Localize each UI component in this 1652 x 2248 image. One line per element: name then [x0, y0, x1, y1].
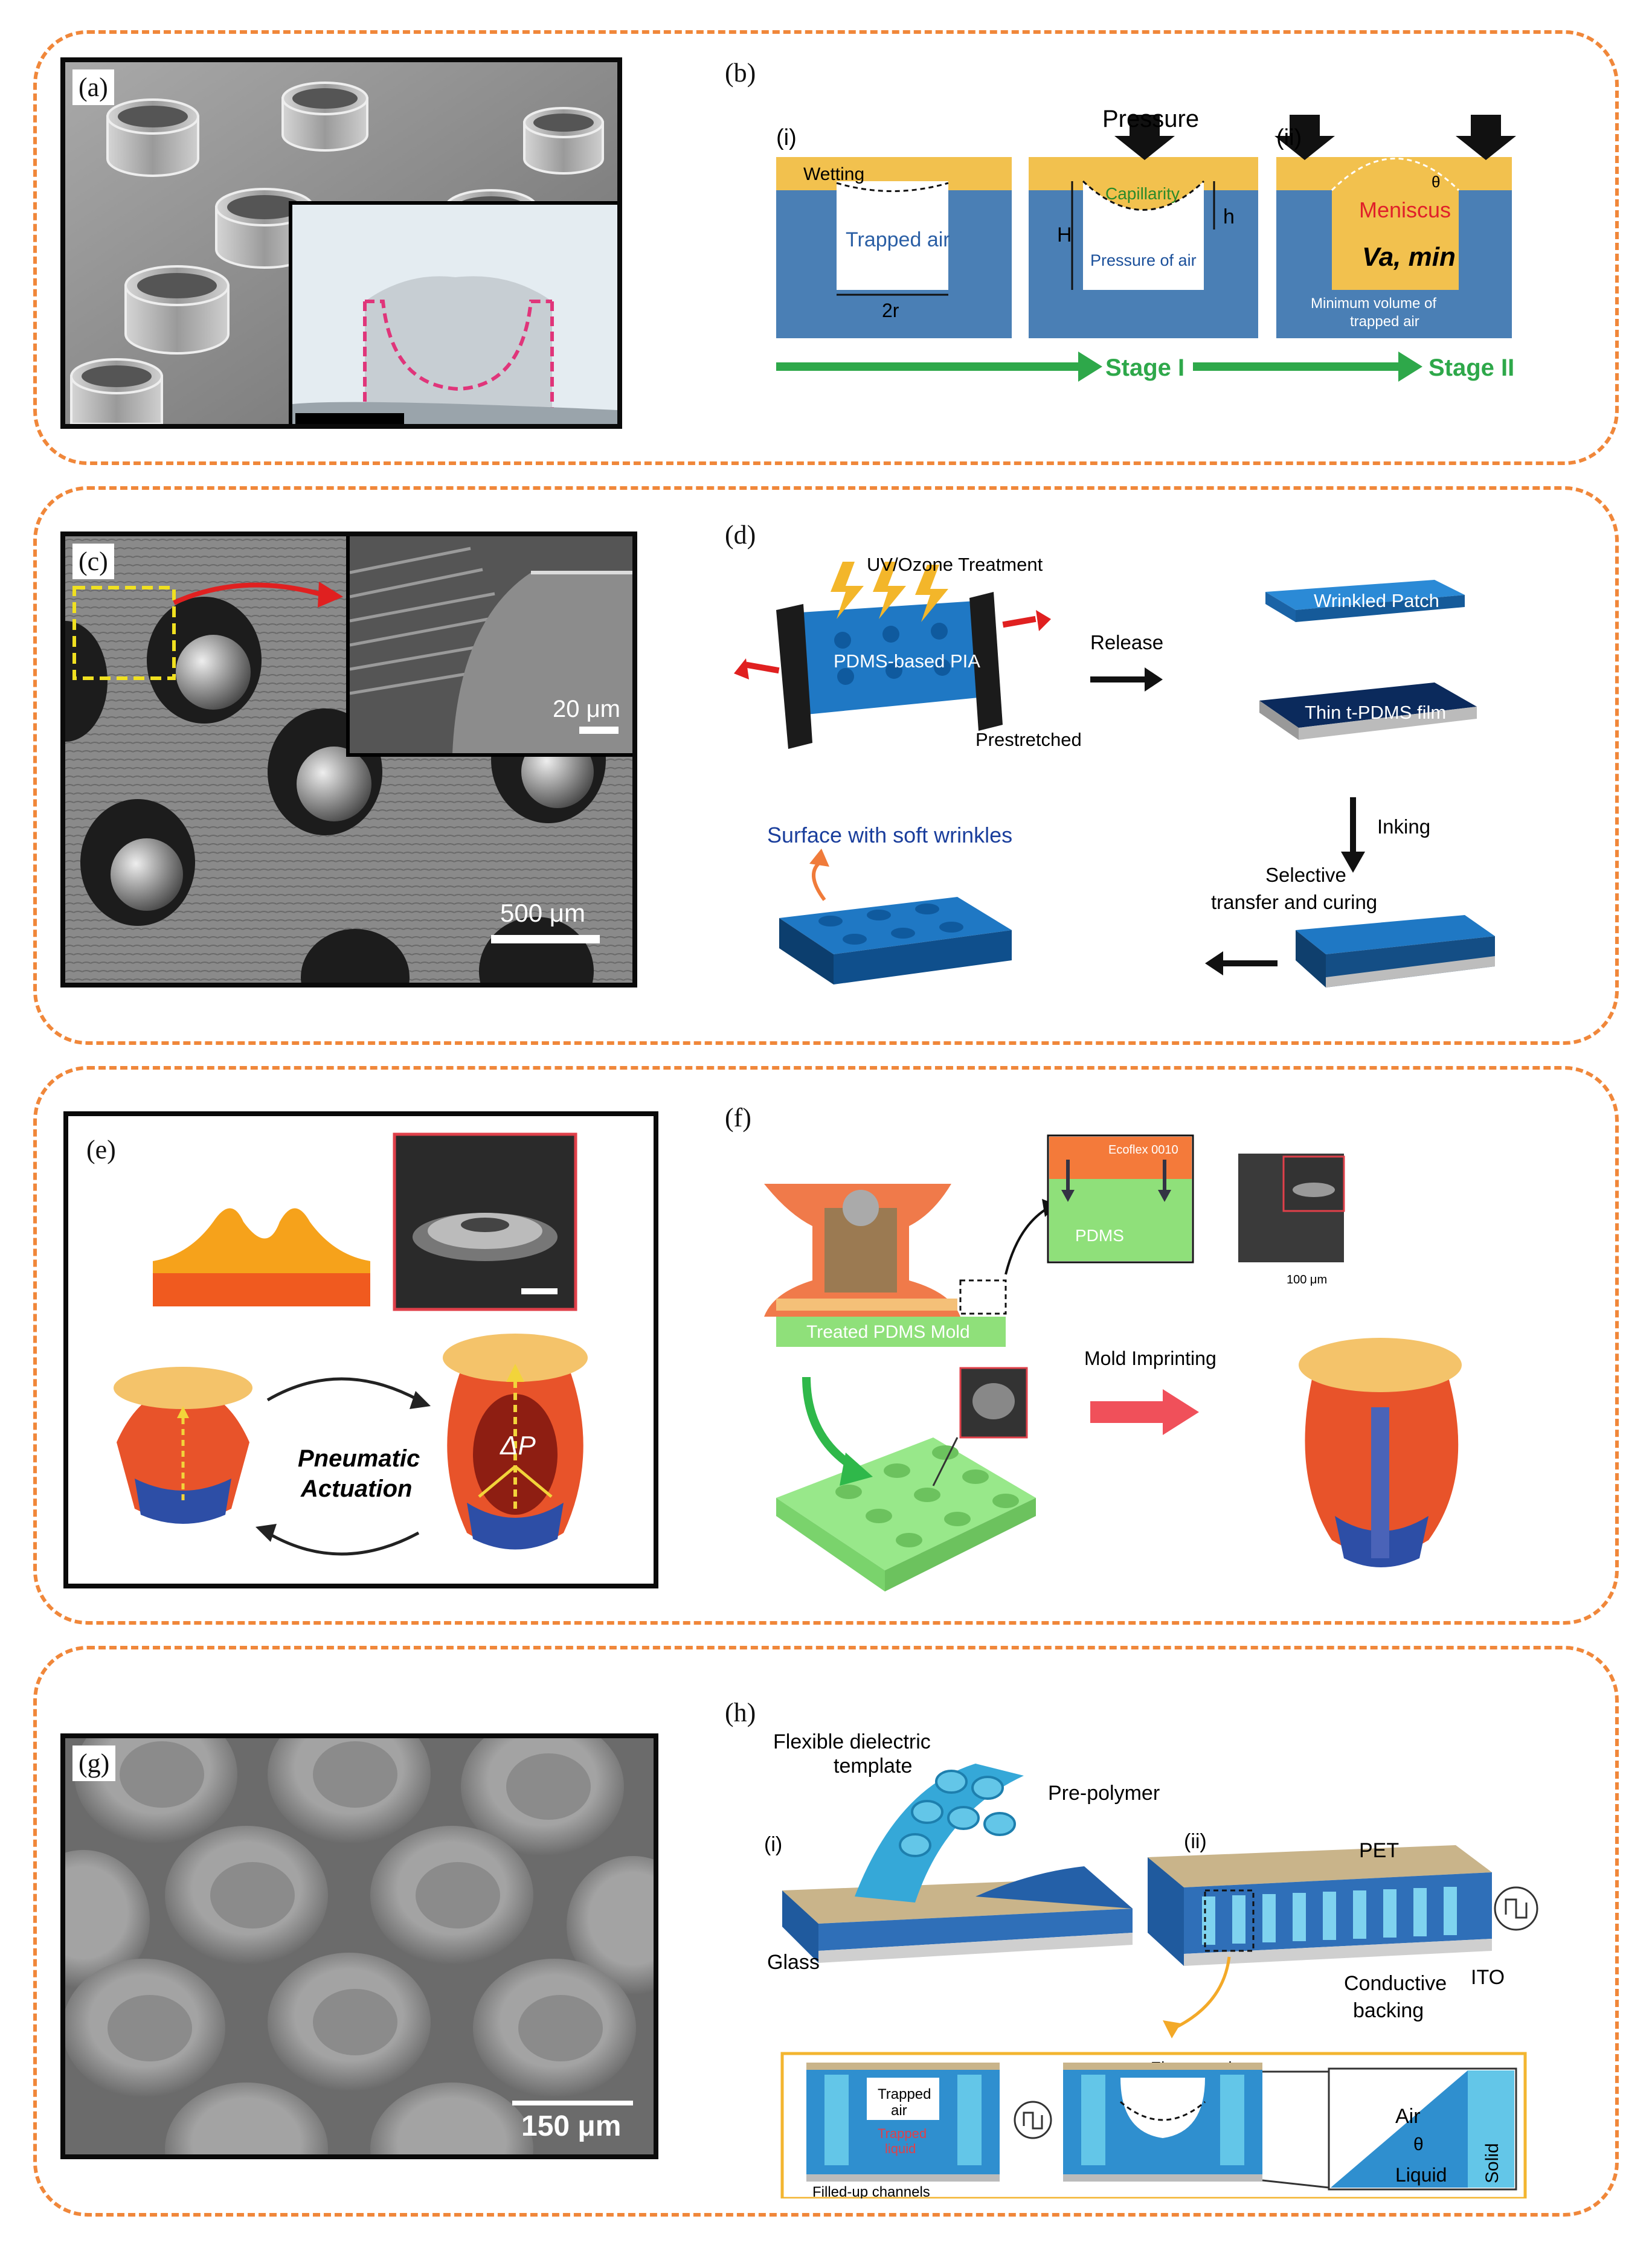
trapped-liquid-label-1: Trapped [878, 2126, 927, 2141]
group-frame-ef [33, 1066, 1619, 1625]
actuator-large [443, 1334, 588, 1550]
filled-channels-label: Filled-up channels [812, 2184, 930, 2198]
panel-c-sem-image: 20 μm 500 μm (c) [60, 531, 637, 988]
prestretched-pia [734, 562, 1051, 749]
trapped-air-label-h1: Trapped [878, 2086, 931, 2102]
pressure-of-air-label: Pressure of air [1090, 251, 1197, 269]
scale-g-label: 150 μm [521, 2110, 622, 2142]
liquid-label: Liquid [1395, 2164, 1447, 2186]
transfer-curing-label: transfer and curing [1211, 891, 1377, 913]
trapped-air-label: Trapped air [846, 228, 950, 251]
scale-f-label: 100 μm [1287, 1273, 1327, 1286]
prepolymer-label: Pre-polymer [1048, 1782, 1160, 1805]
label-h-i: (i) [764, 1833, 782, 1856]
panel-b-label: (b) [725, 58, 756, 88]
panel-f-label: (f) [725, 1103, 751, 1132]
min-volume-label-1: Minimum volume of [1311, 295, 1436, 312]
stage-arrows [776, 352, 1422, 382]
panel-e-label: (e) [86, 1135, 116, 1164]
panel-g-sem-image: 150 μm (g) [60, 1733, 658, 2159]
trapped-liquid-label-2: liquid [885, 2141, 916, 2156]
min-volume-label-2: trapped air [1350, 313, 1419, 330]
pdms-pia-label: PDMS-based PIA [834, 650, 980, 672]
panel-c-inset-zoom: 20 μm [346, 536, 632, 757]
theta-label: θ [1432, 173, 1440, 191]
uv-treatment-label: UV/Ozone Treatment [867, 554, 1043, 575]
panel-g-ring-array [65, 1738, 654, 2154]
actuation-label: Actuation [300, 1476, 412, 1502]
scale-inset-label: 20 μm [553, 696, 620, 722]
prestretched-label: Prestretched [975, 729, 1082, 750]
release-label: Release [1090, 631, 1163, 654]
zoom-box [72, 586, 176, 680]
pdms-label: PDMS [1075, 1226, 1124, 1245]
panel-e-figure: Pneumatic Actuation ΔP (e) [63, 1111, 658, 1588]
scale-bar-g [512, 2101, 633, 2105]
stage-box-1 [776, 157, 1012, 338]
panel-d-label: (d) [725, 520, 756, 550]
va-min-label: Va, min [1362, 242, 1456, 272]
ecoflex-label: Ecoflex 0010 [1108, 1143, 1178, 1157]
pressure-label: Pressure [1102, 106, 1199, 132]
scale-bar-inset [579, 727, 619, 734]
panel-c-label: (c) [72, 544, 114, 579]
scale-main-label: 500 μm [500, 899, 585, 927]
air-label: Air [1395, 2105, 1421, 2128]
mold-imprinting-label: Mold Imprinting [1084, 1347, 1217, 1369]
panel-e-actuator-diagram: Pneumatic Actuation ΔP [114, 1132, 588, 1556]
microring [65, 1738, 654, 2154]
scale-bar-main [491, 935, 600, 943]
glass-label: Glass [767, 1951, 820, 1974]
stage-1-label: Stage I [1105, 355, 1184, 381]
panel-h-diagram: Flexible dielectric template Pre-polymer… [764, 1730, 1538, 2198]
group-frame-ab [33, 30, 1619, 465]
panel-g-label: (g) [72, 1745, 116, 1781]
panel-d-diagram: UV/Ozone Treatment PDMS-based PIA Prestr… [734, 554, 1495, 988]
panel-f-diagram: Treated PDMS Mold Ecoflex 0010 PDMS 100 … [764, 1134, 1462, 1591]
template-label: template [834, 1755, 912, 1778]
flexible-template-label: Flexible dielectric [773, 1730, 931, 1753]
actuator-small [114, 1367, 252, 1524]
label-ii: (ii) [1276, 125, 1302, 150]
panel-a-label: (a) [72, 69, 114, 105]
stage-box-3 [1274, 115, 1516, 338]
stage-box-2 [1029, 115, 1258, 338]
meniscus-label: Meniscus [1359, 198, 1451, 222]
label-i: (i) [776, 125, 797, 150]
pet-label: PET [1359, 1839, 1399, 1862]
scale-bar [295, 413, 404, 424]
selective-label: Selective [1265, 864, 1346, 886]
panel-a-inset-cross-section [289, 201, 617, 424]
panel-a-meniscus-profile [292, 205, 617, 424]
inking-label: Inking [1377, 815, 1430, 838]
panel-h-label: (h) [725, 1698, 756, 1727]
pneumatic-label: Pneumatic [298, 1445, 420, 1472]
treated-mold-label: Treated PDMS Mold [806, 1322, 970, 1342]
conductive-label: Conductive [1344, 1972, 1447, 1995]
capillarity-label: Capillarity [1105, 184, 1180, 203]
delta-p-label: ΔP [500, 1431, 536, 1460]
trapped-air-label-h2: air [891, 2102, 907, 2119]
wrinkled-patch-label: Wrinkled Patch [1314, 590, 1439, 611]
label-h-ii: (ii) [1184, 1830, 1207, 1853]
surface-label: Surface with soft wrinkles [767, 823, 1012, 847]
stage-2-label: Stage II [1429, 355, 1514, 381]
panel-b-diagram: (i) Wetting Trapped air 2r Pressure Capi… [776, 106, 1516, 382]
solid-label: Solid [1482, 2143, 1502, 2183]
ito-label: ITO [1471, 1966, 1505, 1989]
H-label: H [1057, 223, 1072, 246]
group-frame-cd [33, 486, 1619, 1045]
backing-label: backing [1353, 1999, 1424, 2022]
panel-a-sem-image: (a) [60, 57, 622, 429]
two-r-label: 2r [882, 300, 899, 321]
h-label: h [1223, 205, 1235, 228]
thin-film-label: Thin t-PDMS film [1305, 702, 1446, 723]
theta-h-label: θ [1413, 2134, 1424, 2154]
wetting-label: Wetting [803, 164, 864, 184]
group-frame-gh [33, 1646, 1619, 2217]
